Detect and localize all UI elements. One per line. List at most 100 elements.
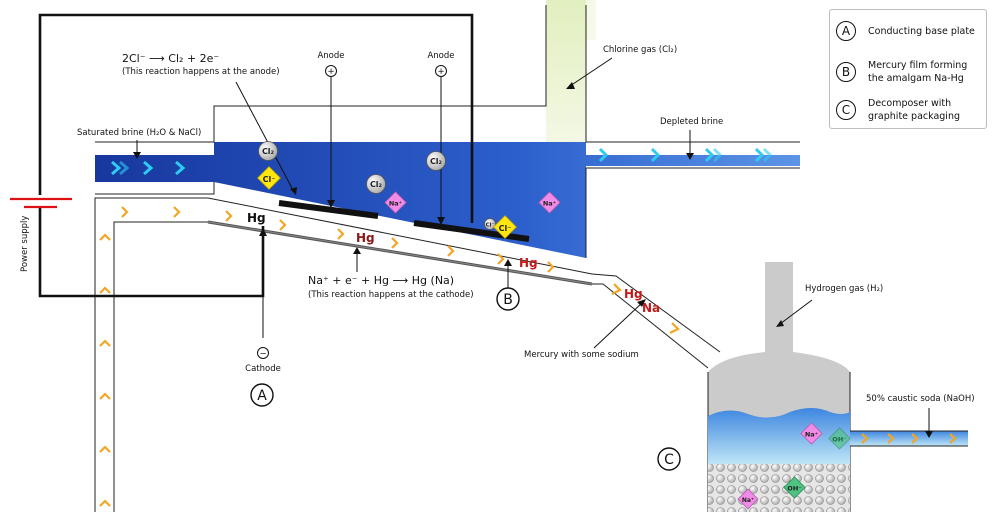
anode-arrowhead-1 <box>327 200 335 208</box>
svg-text:Na⁺: Na⁺ <box>742 497 754 504</box>
anode-label-2: Anode <box>427 51 454 61</box>
hydrogen-gas-region <box>708 262 850 420</box>
cathode-reaction-pointer-head <box>353 247 361 254</box>
chlorine-gas-pointer <box>569 57 613 87</box>
caustic-soda-label: 50% caustic soda (NaOH) <box>866 394 975 404</box>
caustic-soda-outlet-walls <box>850 430 968 447</box>
legend-text-b: Mercury film forming the amalgam Na-Hg <box>868 60 968 84</box>
marker-b-text: B <box>503 292 513 308</box>
cathode-reaction-note: (This reaction happens at the cathode) <box>308 290 474 300</box>
svg-text:Cl₂: Cl₂ <box>430 157 443 166</box>
cathode-arrowhead <box>259 228 267 236</box>
plus-sign-1: + <box>327 67 334 77</box>
caustic-soda-flow-arrows <box>861 433 957 444</box>
svg-text:OH⁻: OH⁻ <box>832 436 846 444</box>
svg-text:Cl⁻: Cl⁻ <box>486 223 495 229</box>
marker-c <box>657 447 681 471</box>
ion-cl-small: Cl⁻ <box>484 218 496 230</box>
hydrogen-gas-pointer-head <box>776 320 784 327</box>
cathode-reaction: Na⁺ + e⁻ + Hg ⟶ Hg (Na) <box>308 274 454 287</box>
na-label: Na <box>642 301 660 315</box>
hg-label-4: Hg <box>624 287 643 301</box>
caustic-soda-liquid <box>708 408 850 464</box>
legend-marker-b: B <box>836 62 856 82</box>
anode-terminal-1 <box>325 65 337 77</box>
mercury-channel-outer <box>94 197 593 512</box>
anode-plate-1 <box>278 200 379 219</box>
plus-sign-2: + <box>437 67 444 77</box>
hydrogen-gas-label: Hydrogen gas (H₂) <box>805 284 883 294</box>
hg-label-3: Hg <box>519 256 538 270</box>
anode-reaction-pointer <box>235 81 295 193</box>
ion-cl2-3: Cl₂ <box>426 151 446 171</box>
cell-walls <box>95 5 800 258</box>
marker-b-pointer-head <box>504 259 512 266</box>
svg-text:Cl⁻: Cl⁻ <box>499 224 512 233</box>
anode-reaction-pointer-head <box>290 187 297 195</box>
saturated-brine-label: Saturated brine (H₂O & NaCl) <box>77 128 201 138</box>
anode-reaction-note: (This reaction happens at the anode) <box>122 67 280 77</box>
mercury-sodium-label: Mercury with some sodium <box>524 350 639 360</box>
legend-text-a: Conducting base plate <box>868 25 975 37</box>
caustic-soda-pointer-head <box>925 431 933 438</box>
ion-cl2-1: Cl₂ <box>258 141 278 161</box>
anode-plate-2 <box>413 220 530 242</box>
hg-label-2: Hg <box>356 231 375 245</box>
marker-c-text: C <box>664 452 674 468</box>
marker-a-text: A <box>257 388 267 404</box>
graphite-packing <box>708 464 850 512</box>
legend-text-c: Decomposer with graphite packaging <box>868 98 960 122</box>
chlorine-gas-label: Chlorine gas (Cl₂) <box>603 45 677 55</box>
ion-oh-minus-1: OH⁻ <box>828 427 851 450</box>
legend-marker-a: A <box>836 21 856 41</box>
anode-label-1: Anode <box>317 51 344 61</box>
ion-na-plus-4: Na⁺ <box>737 488 759 510</box>
mercury-sodium-pointer <box>593 301 644 349</box>
ion-na-plus-3: Na⁺ <box>800 422 823 445</box>
marker-a <box>250 383 274 407</box>
ion-na-plus-2: Na⁺ <box>538 191 561 214</box>
power-supply-label: Power supply <box>20 216 30 272</box>
ion-cl-minus-2: Cl⁻ <box>493 215 517 239</box>
svg-text:Cl₂: Cl₂ <box>262 147 275 156</box>
depleted-brine-pointer-head <box>686 153 694 160</box>
circuit-wire-top <box>38 13 474 223</box>
outlet-channel-upper <box>591 273 721 353</box>
mercury-flow-arrows <box>99 206 680 507</box>
chlorine-gas-column <box>546 0 586 142</box>
svg-text:Cl⁻: Cl⁻ <box>263 175 276 184</box>
hg-label-1: Hg <box>247 211 266 225</box>
mercury-channel-inner <box>113 221 208 512</box>
ion-oh-minus-2: OH⁻ <box>783 476 806 499</box>
mercury-sodium-pointer-head <box>637 299 646 307</box>
saturated-brine-pointer-head <box>133 152 141 159</box>
legend-item-c: C Decomposer with graphite packaging <box>836 97 978 123</box>
minus-sign: − <box>259 349 266 359</box>
hydrogen-gas-pointer <box>779 299 813 325</box>
chlorine-gas-pointer-head <box>566 82 575 89</box>
svg-text:Na⁺: Na⁺ <box>543 200 556 208</box>
ion-cl2-2: Cl₂ <box>366 174 386 194</box>
cathode-label: Cathode <box>245 364 281 374</box>
anode-terminal-2 <box>435 65 447 77</box>
svg-text:Na⁺: Na⁺ <box>805 431 818 439</box>
caustic-soda-outlet <box>850 431 968 446</box>
brine-cell <box>95 142 800 258</box>
legend-marker-c: C <box>836 100 856 120</box>
outlet-channel-lower <box>592 283 709 369</box>
cathode-terminal <box>257 347 269 359</box>
circuit-wire-bottom <box>38 208 265 298</box>
ion-na-plus-1: Na⁺ <box>384 191 407 214</box>
depleted-brine-label: Depleted brine <box>660 117 723 127</box>
svg-text:Cl₂: Cl₂ <box>370 180 383 189</box>
anode-reaction: 2Cl⁻ ⟶ Cl₂ + 2e⁻ <box>122 52 219 65</box>
mercury-film-highlight <box>207 221 593 285</box>
brine-flow-arrows <box>111 147 773 176</box>
chlorine-gas-haze <box>586 0 596 40</box>
svg-text:OH⁻: OH⁻ <box>787 485 801 493</box>
svg-text:Na⁺: Na⁺ <box>389 200 402 208</box>
legend-item-b: B Mercury film forming the amalgam Na-Hg <box>836 59 978 85</box>
legend-item-a: A Conducting base plate <box>836 21 978 41</box>
